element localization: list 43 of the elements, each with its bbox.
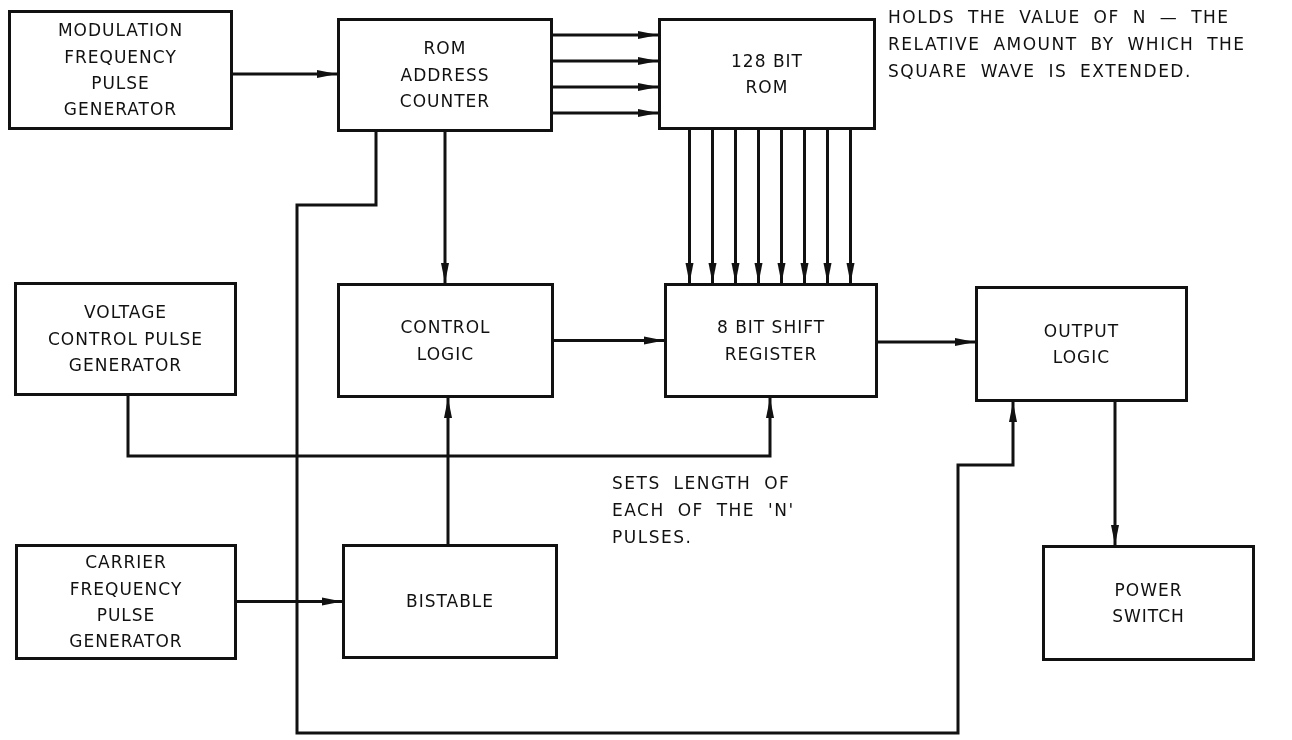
block-box xyxy=(14,282,237,396)
arrow xyxy=(708,130,717,283)
block-label: ROM ADDRESS COUNTER xyxy=(398,37,492,114)
annotation-note: SETS LENGTH OF EACH OF THE 'N' PULSES. xyxy=(612,472,796,550)
arrow xyxy=(441,132,449,283)
block-box xyxy=(342,544,558,659)
block-box xyxy=(15,544,237,660)
block-label: VOLTAGE CONTROL PULSE GENERATOR xyxy=(46,301,205,378)
arrow xyxy=(237,597,342,606)
arrow xyxy=(731,130,740,283)
arrow xyxy=(233,70,337,78)
block-box xyxy=(658,18,876,130)
arrow xyxy=(295,132,1017,735)
block-label: 8 BIT SHIFT REGISTER xyxy=(715,316,827,366)
block-label: CONTROL LOGIC xyxy=(399,316,492,366)
block-label: MODULATION FREQUENCY PULSE GENERATOR xyxy=(56,19,185,122)
block-box xyxy=(8,10,233,130)
block-box xyxy=(975,286,1188,402)
arrow xyxy=(553,57,658,65)
arrow xyxy=(777,130,786,283)
block-box xyxy=(337,283,554,398)
arrow xyxy=(553,109,658,117)
block-label: OUTPUT LOGIC xyxy=(1042,319,1121,369)
arrow xyxy=(878,338,975,346)
arrow xyxy=(823,130,832,283)
block-box xyxy=(664,283,878,398)
arrow xyxy=(800,130,809,283)
arrow xyxy=(685,130,694,283)
arrow xyxy=(846,130,855,283)
block-box xyxy=(337,18,553,132)
arrow xyxy=(554,336,664,345)
block-label: 128 BIT ROM xyxy=(730,49,804,99)
block-box xyxy=(1042,545,1255,661)
block-label: POWER SWITCH xyxy=(1111,578,1186,628)
block-label: BISTABLE xyxy=(404,590,495,614)
arrow xyxy=(754,130,763,283)
arrow xyxy=(553,31,658,39)
arrow xyxy=(1111,402,1119,545)
annotation-note: HOLDS THE VALUE OF N — THE RELATIVE AMOUNT BY WHICH THE SQUARE WAVE IS EXTENDED. xyxy=(888,6,1247,84)
arrow xyxy=(444,398,452,544)
arrow xyxy=(553,83,658,91)
block-label: CARRIER FREQUENCY PULSE GENERATOR xyxy=(68,551,184,654)
arrow xyxy=(126,396,774,458)
